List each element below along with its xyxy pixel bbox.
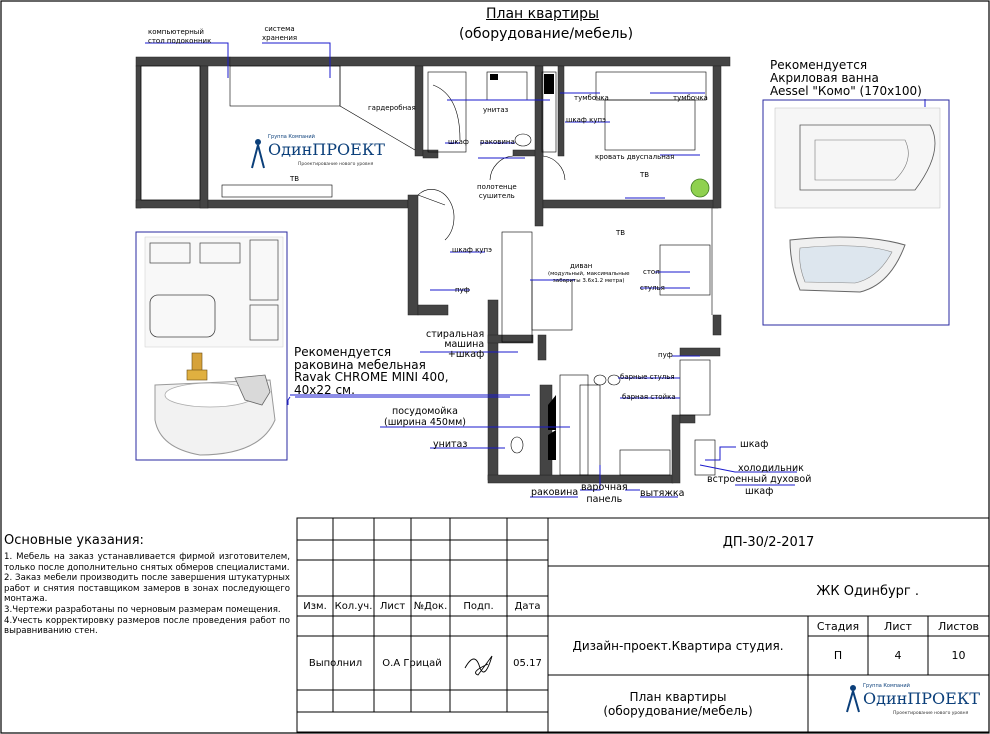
bath-picture-frame (762, 99, 950, 326)
label-toilet-top: унитаз (483, 106, 509, 114)
label-sofa: диван (570, 262, 593, 270)
label-closet-bed: шкаф купэ (566, 116, 606, 124)
label-dishwasher: посудомойка (ширина 450мм) (384, 406, 467, 428)
notes-heading: Основные указания: (4, 533, 144, 548)
logo-tagline-stamp: Проектирование нового уровня (893, 711, 969, 716)
label-sink-bottom: раковина (531, 487, 579, 498)
stamp-stage-value: П (833, 649, 843, 662)
label-nightstand-right: тумбочка (673, 94, 708, 102)
logo-tagline-plan: Проектирование нового уровня (298, 162, 374, 167)
label-cabinet-kitchen: шкаф (740, 439, 769, 450)
logo-word2-plan: ПРОЕКТ (312, 140, 385, 159)
label-hood: вытяжка (640, 488, 685, 499)
bath-drawing (774, 107, 941, 293)
stamp-sheet-title: План квартиры (оборудование/мебель) (603, 689, 753, 718)
label-wardrobe-room: гардеробная (368, 104, 416, 112)
label-sink-top: раковина (480, 138, 515, 146)
logo-mark-stamp (846, 685, 860, 713)
label-storage: система хранения (262, 25, 298, 42)
stamp-header-sheet: Лист (379, 600, 406, 612)
stamp-stage-label: Стадия (816, 619, 860, 633)
bath-recommendation: Рекомендуется Акриловая ванна Aessel "Ко… (770, 58, 922, 98)
logo-wordmark-stamp: ОдинПРОЕКТ (863, 691, 980, 707)
stamp-role: Выполнил (308, 657, 363, 669)
logo-word2-stamp: ПРОЕКТ (907, 689, 980, 708)
logo-wordmark-plan: ОдинПРОЕКТ (268, 142, 385, 158)
label-nightstand-left: тумбочка (574, 94, 609, 102)
label-bar-counter: барная стойка (622, 393, 676, 401)
general-notes: Основные указания: 1. Мебель на заказ ус… (4, 533, 290, 637)
label-cabinet-bath: шкаф (448, 138, 469, 146)
signature-drawing (464, 655, 493, 676)
label-bar-chairs: барные стулья (620, 373, 675, 381)
stamp-header-change: Изм. (303, 600, 327, 612)
plan-fills (490, 74, 556, 460)
stamp-header-sign: Подп. (463, 600, 494, 612)
sink-picture-frame (135, 231, 288, 461)
note-item-1: 1. Мебель на заказ устанавливается фирмо… (4, 552, 290, 573)
logo-mark-plan (251, 139, 265, 169)
stamp-person: О.А Грицай (382, 657, 442, 669)
stamp-project-name: ЖК Одинбург . (816, 583, 919, 599)
logo-word1-stamp: Один (863, 689, 908, 708)
label-washer: стиральная машина +шкаф (426, 329, 485, 360)
plant-icon (690, 178, 710, 198)
stamp-sheet-label: Лист (884, 619, 912, 633)
stamp-sheet-value: 4 (894, 649, 902, 662)
stamp-document-code: ДП-30/2-2017 (722, 534, 815, 550)
label-toilet-bottom: унитаз (433, 439, 468, 450)
plan-title: План квартиры (486, 6, 600, 22)
label-tv-below: ТВ (616, 229, 626, 237)
stamp-sheets-label: Листов (937, 619, 980, 633)
label-desk: компьютерный стол подоконник (148, 28, 212, 45)
title-block-grid (296, 517, 990, 733)
logo-group-stamp: Группа Компаний (863, 683, 910, 689)
label-hob: варочная панель (581, 482, 628, 505)
label-oven: встроенный духовой шкаф (707, 474, 812, 497)
stamp-date: 05.17 (513, 657, 542, 669)
label-tv-bed: ТВ (640, 171, 650, 179)
label-sofa-note: (модульный, максимальные забариты 3.6х1.… (548, 271, 630, 284)
label-closet-hall: шкаф купэ (452, 246, 492, 254)
note-item-3: 3.Чертежи разработаны по черновым размер… (4, 604, 281, 615)
label-pouf-kitchen: пуф (658, 351, 673, 359)
stamp-header-count: Кол.уч. (334, 600, 373, 612)
label-table: стол (643, 268, 660, 276)
note-item-4: 4.Учесть корректировку размеров после пр… (4, 615, 290, 637)
stamp-sheets-value: 10 (951, 649, 966, 662)
stamp-header-date: Дата (514, 600, 541, 612)
label-double-bed: кровать двуспальная (595, 153, 675, 161)
walls (135, 56, 731, 484)
logo-group-plan: Группа Компаний (268, 134, 315, 140)
leader-lines (145, 42, 926, 498)
plan-lines (140, 65, 716, 476)
label-chairs: стулья (640, 284, 665, 292)
logo-word1-plan: Один (268, 140, 313, 159)
stamp-header-doc: №Док. (413, 600, 448, 612)
label-towel-dryer: полотенце сушитель (477, 183, 517, 200)
label-tv-left: ТВ (290, 175, 300, 183)
note-item-2: 2. Заказ мебели производить после заверш… (4, 573, 290, 605)
plan-subtitle: (оборудование/мебель) (459, 26, 634, 42)
sink-drawing (144, 236, 284, 456)
stamp-doc-title: Дизайн-проект.Квартира студия. (572, 638, 784, 653)
sink-recommendation: Рекомендуется раковина мебельная Ravak C… (294, 345, 449, 397)
label-fridge: холодильник (738, 463, 804, 474)
label-pouf-hall: пуф (455, 286, 470, 294)
